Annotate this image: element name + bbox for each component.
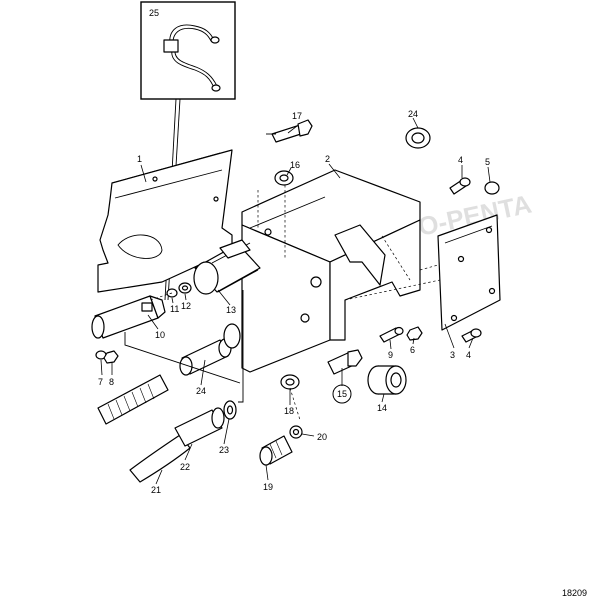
screw-part-4-bottom	[461, 328, 482, 343]
label-part-6: 6	[410, 345, 415, 355]
label-part-9: 9	[388, 350, 393, 360]
connector-part-19	[259, 435, 293, 466]
assembly-line-b	[124, 332, 241, 384]
plate-part-1	[97, 149, 233, 293]
label-part-4-bottom: 4	[466, 350, 471, 360]
assembly-dash-a	[149, 292, 173, 301]
label-part-15: 15	[337, 389, 347, 399]
screw-part-4-top	[449, 177, 471, 195]
washer-part-12	[178, 282, 192, 294]
relay-part-13	[193, 239, 261, 295]
label-part-13: 13	[226, 305, 236, 315]
assembly-line-a	[238, 290, 244, 403]
coupling-part-24-left	[179, 323, 241, 376]
assembly-dash-b	[289, 387, 301, 421]
label-part-17: 17	[292, 111, 302, 121]
bolt-part-17	[266, 119, 313, 143]
cap-part-5	[484, 181, 500, 195]
label-part-3: 3	[450, 350, 455, 360]
inset-box	[140, 1, 236, 100]
bracket-part-2	[241, 169, 441, 373]
label-part-19: 19	[263, 482, 273, 492]
label-part-7: 7	[98, 377, 103, 387]
label-part-5: 5	[485, 157, 490, 167]
callout-circle-15	[332, 384, 352, 404]
label-part-25: 25	[149, 8, 159, 18]
nut-part-8	[103, 350, 119, 364]
washer-part-23	[223, 400, 237, 420]
label-part-18: 18	[284, 406, 294, 416]
callout-lines	[100, 117, 491, 485]
label-part-14: 14	[377, 403, 387, 413]
fitting-part-15	[327, 349, 363, 375]
grommet-part-24-right	[405, 127, 431, 149]
label-part-23: 23	[219, 445, 229, 455]
label-part-11: 11	[170, 304, 179, 314]
screw-part-9	[379, 326, 404, 343]
fitting-part-22	[174, 407, 225, 447]
label-part-24-left: 24	[196, 386, 206, 396]
nut-part-6	[406, 326, 423, 341]
label-part-20: 20	[317, 432, 327, 442]
label-part-12: 12	[181, 301, 191, 311]
bushing-part-14	[367, 365, 407, 395]
part-labels: 1 2 3 4 4 5 6 7 8 9 10 11 12 13 14 15 16…	[98, 8, 490, 495]
drawing-number: 18209	[562, 588, 587, 598]
label-part-16: 16	[290, 160, 300, 170]
label-part-22: 22	[180, 462, 190, 472]
grommet-part-18	[280, 374, 300, 390]
hose-corrugated	[97, 374, 169, 425]
label-part-2: 2	[325, 154, 330, 164]
label-part-4-top: 4	[458, 155, 463, 165]
sensor-part-10	[91, 295, 166, 339]
label-part-8: 8	[109, 377, 114, 387]
label-part-24-right: 24	[408, 109, 418, 119]
label-part-21: 21	[151, 485, 161, 495]
grommet-part-16	[274, 170, 294, 186]
plate-part-3	[419, 214, 501, 331]
washer-part-20	[289, 425, 303, 439]
label-part-1: 1	[137, 154, 142, 164]
label-part-10: 10	[155, 330, 165, 340]
